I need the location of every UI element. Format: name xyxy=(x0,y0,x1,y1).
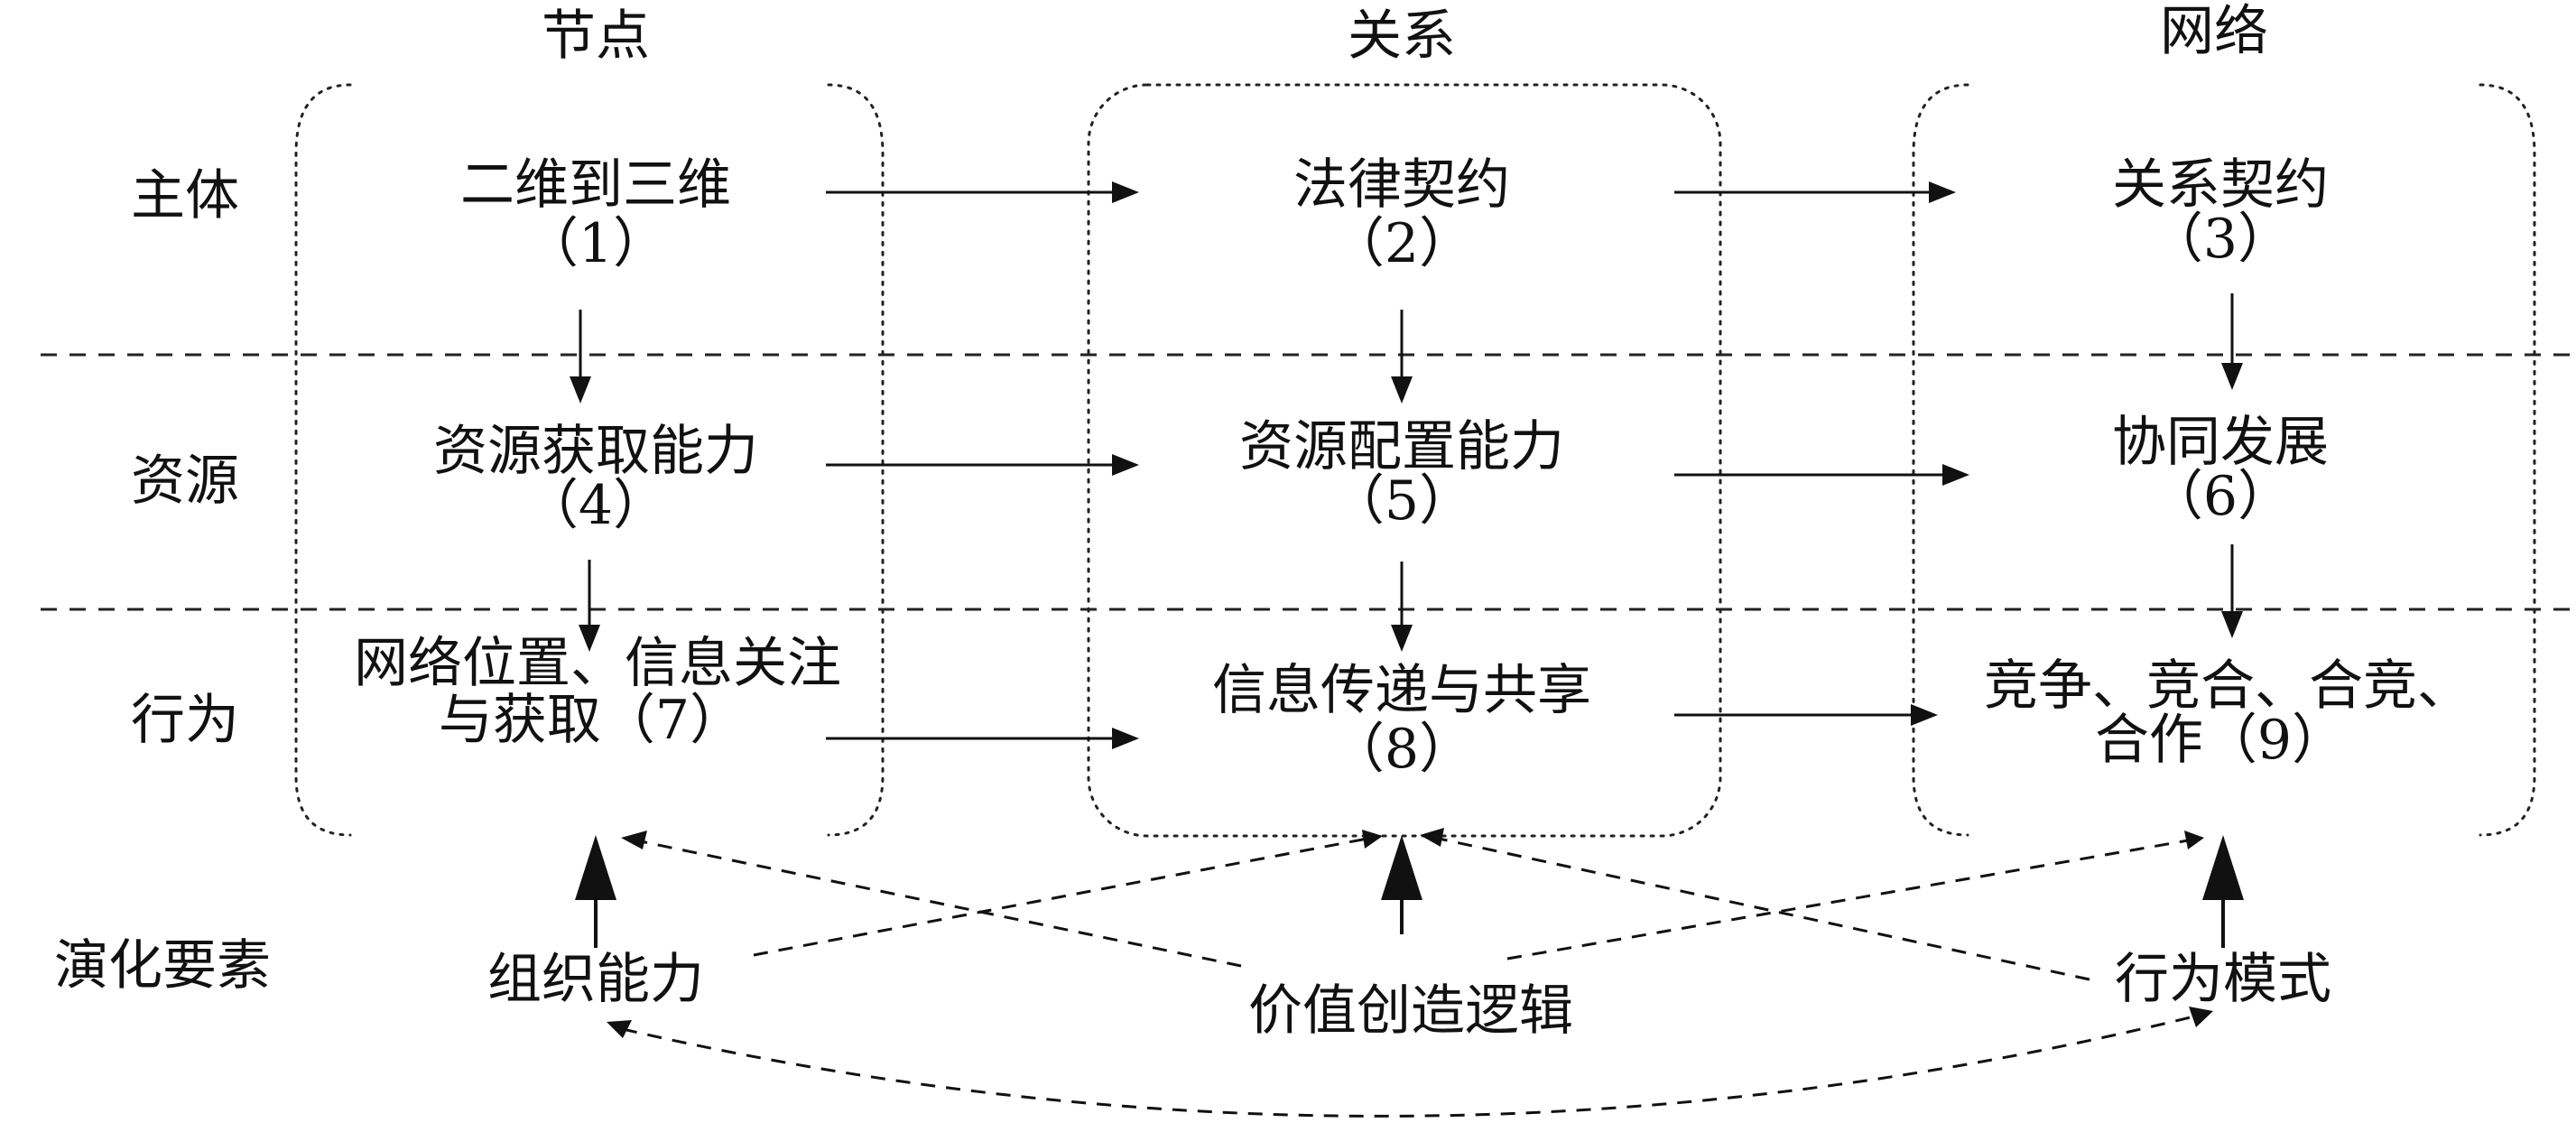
dashed-value-to-org xyxy=(631,838,1242,968)
arrowhead-2-to-5 xyxy=(1391,376,1413,404)
dashed-value-to-pattern xyxy=(1506,838,2194,961)
cell-7-title: 网络位置、信息关注 xyxy=(354,632,841,695)
dashed-curve-head-right xyxy=(2189,1007,2213,1027)
cell-7-number: 与获取（7） xyxy=(439,689,744,752)
column-header-network: 网络 xyxy=(2160,0,2268,63)
cell-6-number: （6） xyxy=(2149,465,2292,528)
upward-arrows xyxy=(575,835,2244,948)
dashed-curve-head-left xyxy=(607,1020,632,1038)
dashed-org-to-relation-head xyxy=(1362,830,1383,849)
arrowhead-1-to-2 xyxy=(1112,181,1139,203)
dashed-value-to-pattern-head xyxy=(2184,831,2204,849)
up-arrow-pattern-head xyxy=(2202,835,2244,900)
cell-8-number: （8） xyxy=(1330,718,1473,781)
dashed-cross-arrows xyxy=(607,828,2213,1118)
row-label-resource: 资源 xyxy=(131,450,239,513)
cell-5-number: （5） xyxy=(1330,469,1473,533)
cell-3-title: 关系契约 xyxy=(2112,153,2329,217)
column-header-relation: 关系 xyxy=(1348,5,1456,68)
cell-1-number: （1） xyxy=(524,212,667,275)
evolution-behavior-pattern: 行为模式 xyxy=(2115,948,2331,1011)
group-box-network xyxy=(1912,83,2536,837)
arrowhead-7-to-8 xyxy=(1112,728,1139,749)
evolution-org-capability: 组织能力 xyxy=(487,948,704,1011)
cell-8-title: 信息传递与共享 xyxy=(1212,659,1591,722)
cell-5-title: 资源配置能力 xyxy=(1239,415,1564,478)
horizontal-arrows xyxy=(826,181,1969,749)
vertical-arrows xyxy=(570,293,2243,652)
cell-2-number: （2） xyxy=(1330,212,1473,275)
cell-4-number: （4） xyxy=(524,474,667,537)
arrowhead-2-to-3 xyxy=(1929,181,1956,203)
row-label-behavior: 行为 xyxy=(131,689,239,752)
arrowhead-4-to-7 xyxy=(579,625,600,652)
up-arrow-value-head xyxy=(1381,835,1422,900)
group-box-relation xyxy=(1087,83,1722,838)
arrowhead-6-to-9 xyxy=(2221,611,2243,638)
arrowhead-8-to-9 xyxy=(1911,704,1938,726)
cell-3-number: （3） xyxy=(2149,208,2292,271)
cell-6-title: 协同发展 xyxy=(2112,411,2329,474)
arrowhead-3-to-6 xyxy=(2221,363,2243,390)
dashed-pattern-to-relation-head xyxy=(1420,828,1444,847)
cell-1-title: 二维到三维 xyxy=(460,153,731,217)
group-box-node xyxy=(294,83,885,837)
cell-9-title: 竞争、竞合、合竞、 xyxy=(1984,654,2471,718)
up-arrow-org-head xyxy=(575,835,616,900)
arrowhead-4-to-5 xyxy=(1112,454,1139,476)
row-label-evolution: 演化要素 xyxy=(54,934,271,998)
dashed-pattern-to-relation xyxy=(1430,835,2090,981)
arrowhead-5-to-6 xyxy=(1942,464,1969,486)
row-label-subject: 主体 xyxy=(131,164,239,227)
arrowhead-5-to-8 xyxy=(1391,625,1413,652)
dashed-org-pattern-curve xyxy=(622,1014,2199,1118)
dashed-org-to-relation xyxy=(753,836,1373,957)
evolution-value-logic: 价值创造逻辑 xyxy=(1248,979,1573,1043)
cell-2-title: 法律契约 xyxy=(1293,153,1510,217)
arrowhead-1-to-4 xyxy=(570,376,591,404)
column-header-node: 节点 xyxy=(542,5,650,68)
cell-4-title: 资源获取能力 xyxy=(433,420,758,483)
dashed-value-to-org-head xyxy=(621,831,647,849)
cell-9-number: 合作（9） xyxy=(2095,709,2346,772)
